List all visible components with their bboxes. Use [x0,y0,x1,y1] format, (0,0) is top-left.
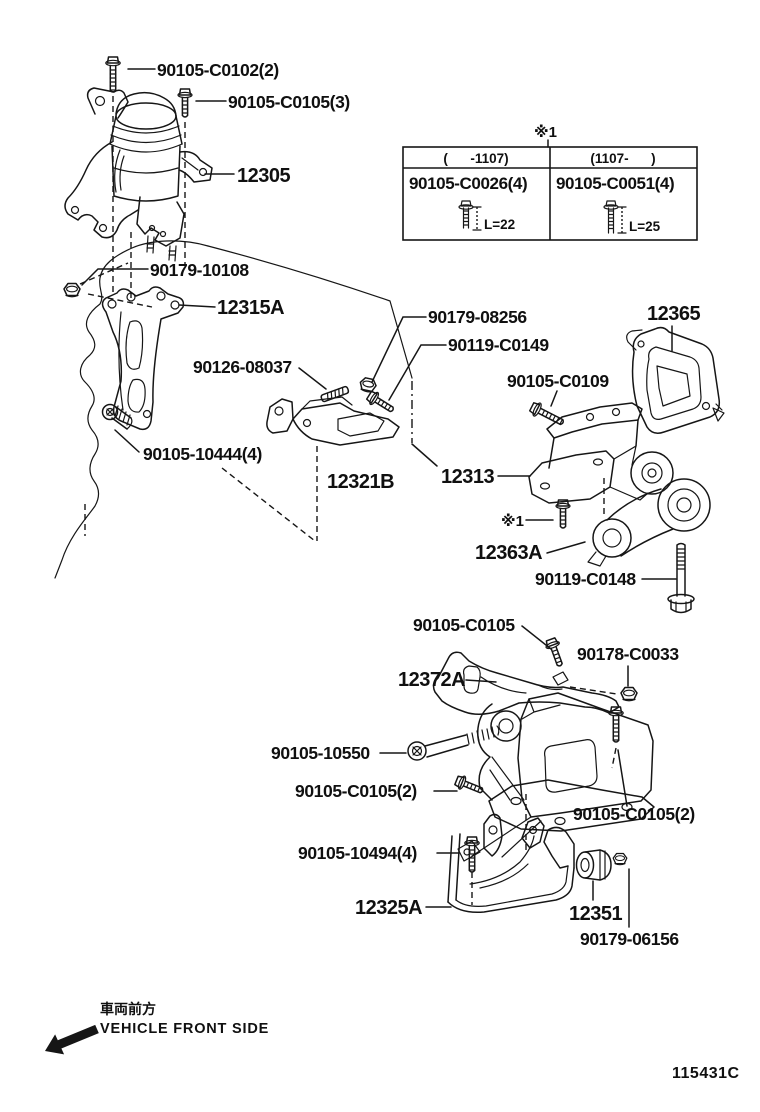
label-90105-10550[interactable]: 90105-10550 [271,743,371,763]
part-12365-insulator [626,326,725,434]
bolt-90105-c0105-2-left [453,773,486,799]
label-12351[interactable]: 12351 [569,903,623,925]
bolt-90105-c0105-top [543,636,568,669]
bolt-90105-10444 [101,403,133,430]
bolt-90105-c0105-3 [177,88,193,118]
label-90179-08256[interactable]: 90179-08256 [428,307,528,327]
label-12365[interactable]: 12365 [647,303,701,325]
nut-90179-06156 [612,852,628,866]
part-12321b-bracket [266,396,400,446]
part-12363a-torque-rod [587,478,711,567]
label-90105-c0102[interactable]: 90105-C0102(2) [157,60,279,80]
part-12372a-bracket [432,651,620,715]
bolt-90119-c0148 [667,542,695,614]
part-12305-engine-mount [64,87,213,262]
label-90105-c0105[interactable]: 90105-C0105 [413,615,516,635]
label-90105-10494[interactable]: 90105-10494(4) [298,843,417,863]
part-12313-bracket [528,402,674,504]
label-90179-06156[interactable]: 90179-06156 [580,929,680,949]
bolt-90105-c0102 [105,56,121,93]
label-90105-c0105-2-right[interactable]: 90105-C0105(2) [573,804,695,824]
label-90119-c0148[interactable]: 90119-C0148 [535,569,637,589]
footer: 車両前方 VEHICLE FRONT SIDE 115431C [45,1001,740,1082]
label-90105-c0109[interactable]: 90105-C0109 [507,371,610,391]
part-12351-damper [575,849,612,881]
label-12372a[interactable]: 12372A [398,669,466,691]
label-90126-08037[interactable]: 90126-08037 [193,357,292,377]
label-90119-c0149[interactable]: 90119-C0149 [448,335,550,355]
label-90178-c0033[interactable]: 90178-C0033 [577,644,680,664]
part-labels: 90105-C0102(2) 90105-C0105(3) 12305 9017… [143,60,701,949]
vehicle-front-label-jp: 車両前方 [100,1001,156,1017]
leader-lines [81,68,677,928]
label-12313[interactable]: 12313 [441,466,495,488]
table-length-col2: L=25 [629,219,661,234]
bolt-90119-c0149 [364,388,398,417]
part-12325a-bracket [447,813,575,914]
label-12305[interactable]: 12305 [237,165,291,187]
label-12315a[interactable]: 12315A [217,297,285,319]
nut-90178-c0033 [620,686,638,702]
label-note1: ※1 [501,512,524,530]
table-part-col1[interactable]: 90105-C0026(4) [409,174,528,193]
label-90105-10444[interactable]: 90105-10444(4) [143,444,262,464]
label-90105-c0105-2-left[interactable]: 90105-C0105(2) [295,781,417,801]
table-length-col1: L=22 [484,217,515,232]
bolt-90105-c0109 [527,399,567,430]
table-bolt-icon-col1 [458,200,482,231]
engine-outline [54,240,413,579]
nut-90179-08256 [358,376,378,395]
table-part-col2[interactable]: 90105-C0051(4) [556,174,675,193]
table-period-col2: (1107- ) [590,151,655,166]
nut-90179-10108 [63,282,81,298]
label-90105-c0105-3[interactable]: 90105-C0105(3) [228,92,350,112]
label-12363a[interactable]: 12363A [475,542,543,564]
bolt-90105-10550 [407,725,500,761]
assembly-dashed-lines [79,96,618,905]
table-note-marker: ※1 [534,123,557,141]
table-period-col1: ( -1107) [443,151,508,166]
label-12325a[interactable]: 12325A [355,897,423,919]
variant-table: ※1 ( -1107) (1107- ) 90105-C0026(4) 9010… [402,123,698,241]
bolt-note1 [555,499,571,529]
vehicle-front-label-en: VEHICLE FRONT SIDE [100,1021,269,1037]
bolt-90105-c0105-2-right [608,706,624,743]
part-mount-assembly-lower [457,692,655,862]
label-90179-10108[interactable]: 90179-10108 [150,260,250,280]
vehicle-front-arrow-icon [45,1024,99,1055]
label-12321b[interactable]: 12321B [327,471,395,493]
part-12315a-bracket [101,286,185,431]
table-bolt-icon-col2 [603,200,627,234]
figure-code: 115431C [672,1065,740,1082]
